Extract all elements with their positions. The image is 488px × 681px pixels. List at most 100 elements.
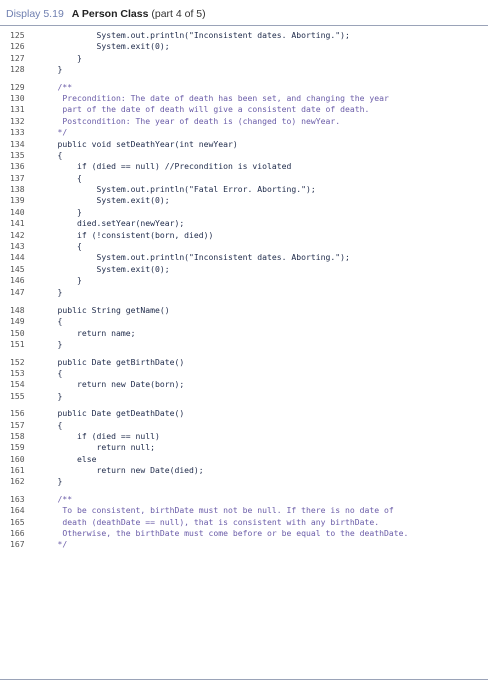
line-number: 136 [10, 161, 25, 172]
code-text: public String getName() [38, 304, 170, 315]
code-block: 156 public Date getDeathDate()157 {158 i… [0, 408, 488, 488]
code-text: return new Date(died); [38, 465, 204, 476]
code-text: public Date getBirthDate() [38, 356, 185, 367]
line-number: 161 [10, 465, 25, 476]
code-comment-text: part of the date of death will give a co… [38, 104, 370, 115]
code-text: System.exit(0); [38, 263, 170, 274]
line-number: 157 [10, 419, 25, 430]
code-text: } [38, 275, 82, 286]
display-title: A Person Class [71, 8, 149, 20]
line-number: 138 [10, 184, 25, 195]
code-text: public Date getDeathDate() [38, 408, 185, 419]
code-comment-text: */ [38, 539, 68, 550]
code-text: return new Date(born); [38, 379, 185, 390]
code-line: 135 { [0, 150, 488, 161]
code-text: { [38, 241, 82, 252]
code-line: 160 else [0, 454, 488, 465]
code-line: 164 To be consistent, birthDate must not… [0, 505, 488, 516]
code-line: 142 if (!consistent(born, died)) [0, 230, 488, 241]
code-line: 144 System.out.println("Inconsistent dat… [0, 252, 488, 263]
line-number: 150 [10, 327, 25, 338]
line-number: 130 [10, 92, 25, 103]
line-number: 149 [10, 316, 25, 327]
line-number: 132 [10, 115, 25, 126]
code-text: return name; [38, 327, 136, 338]
code-line: 152 public Date getBirthDate() [0, 357, 488, 368]
code-line: 140 } [0, 207, 488, 218]
code-line: 162 } [0, 476, 488, 487]
code-line: 156 public Date getDeathDate() [0, 408, 488, 419]
line-number: 154 [10, 379, 25, 390]
code-comment-text: */ [38, 127, 68, 138]
line-number: 131 [10, 104, 25, 115]
line-number: 159 [10, 442, 25, 453]
line-number: 127 [10, 52, 25, 63]
code-block: 129 /**130 Precondition: The date of dea… [0, 82, 488, 298]
display-part: (part 4 of 5) [148, 8, 206, 20]
line-number: 129 [10, 81, 25, 92]
line-number: 145 [10, 263, 25, 274]
code-line: 145 System.exit(0); [0, 264, 488, 275]
code-text: else [38, 453, 97, 464]
code-text: System.out.println("Fatal Error. Abortin… [38, 184, 316, 195]
line-number: 164 [10, 505, 25, 516]
code-block: 148 public String getName()149 {150 retu… [0, 305, 488, 351]
code-text: if (died == null) [38, 430, 160, 441]
display-label: Display 5.19 [6, 8, 64, 20]
code-line: 128 } [0, 64, 488, 75]
code-text: { [38, 316, 63, 327]
top-rule [0, 25, 488, 26]
code-text: } [38, 64, 63, 75]
code-line: 166 Otherwise, the birthDate must come b… [0, 528, 488, 539]
code-text: System.out.println("Inconsistent dates. … [38, 252, 350, 263]
line-number: 141 [10, 218, 25, 229]
code-line: 149 { [0, 316, 488, 327]
code-line: 132 Postcondition: The year of death is … [0, 116, 488, 127]
code-line: 146 } [0, 275, 488, 286]
code-text: } [38, 339, 63, 350]
code-line: 136 if (died == null) //Precondition is … [0, 161, 488, 172]
line-number: 143 [10, 241, 25, 252]
line-number: 142 [10, 229, 25, 240]
code-text: } [38, 52, 82, 63]
code-line: 157 { [0, 420, 488, 431]
code-line: 131 part of the date of death will give … [0, 104, 488, 115]
bottom-rule [0, 679, 488, 680]
line-number: 139 [10, 195, 25, 206]
code-line: 126 System.exit(0); [0, 41, 488, 52]
code-text: } [38, 390, 63, 401]
code-line: 133 */ [0, 127, 488, 138]
code-comment-text: To be consistent, birthDate must not be … [38, 505, 394, 516]
code-block: 152 public Date getBirthDate()153 {154 r… [0, 357, 488, 403]
line-number: 126 [10, 41, 25, 52]
code-text: public void setDeathYear(int newYear) [38, 138, 238, 149]
code-block: 163 /**164 To be consistent, birthDate m… [0, 494, 488, 551]
line-number: 146 [10, 275, 25, 286]
code-text: { [38, 149, 63, 160]
code-line: 134 public void setDeathYear(int newYear… [0, 139, 488, 150]
line-number: 160 [10, 453, 25, 464]
line-number: 167 [10, 539, 25, 550]
code-line: 153 { [0, 368, 488, 379]
display-caption: Display 5.19 A Person Class (part 4 of 5) [6, 6, 206, 22]
code-text: return null; [38, 442, 155, 453]
code-text: { [38, 172, 82, 183]
line-number: 165 [10, 516, 25, 527]
code-line: 141 died.setYear(newYear); [0, 218, 488, 229]
line-number: 155 [10, 390, 25, 401]
code-line: 129 /** [0, 82, 488, 93]
line-number: 128 [10, 64, 25, 75]
code-line: 150 return name; [0, 328, 488, 339]
code-comment-text: /** [38, 81, 73, 92]
code-line: 161 return new Date(died); [0, 465, 488, 476]
code-text: died.setYear(newYear); [38, 218, 185, 229]
line-number: 163 [10, 493, 25, 504]
code-line: 148 public String getName() [0, 305, 488, 316]
code-line: 143 { [0, 241, 488, 252]
code-comment-text: Postcondition: The year of death is (cha… [38, 115, 341, 126]
code-comment-text: death (deathDate == null), that is consi… [38, 516, 380, 527]
line-number: 137 [10, 172, 25, 183]
code-text: } [38, 206, 82, 217]
code-line: 125 System.out.println("Inconsistent dat… [0, 30, 488, 41]
code-text: System.exit(0); [38, 195, 170, 206]
